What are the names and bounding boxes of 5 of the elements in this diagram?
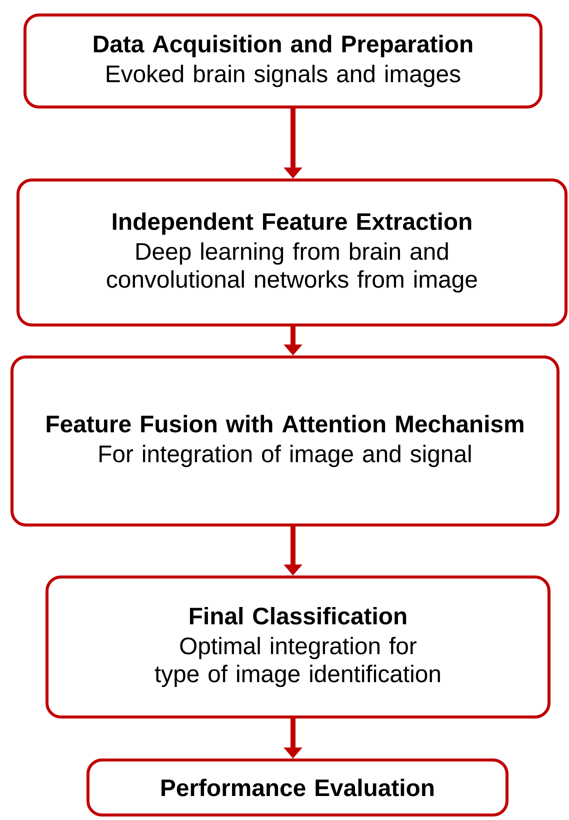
process-box: Performance Evaluation <box>86 758 508 816</box>
process-box: Independent Feature Extraction Deep learning from brain and convolutional networks from image <box>16 178 568 326</box>
process-box: Final Classification Optimal integration for type of image identification <box>46 576 550 718</box>
process-box: Feature Fusion with Attention Mechanism For integration of image and signal <box>10 356 560 526</box>
process-box: Data Acquisition and Preparation Evoked brain signals and images <box>24 14 542 108</box>
